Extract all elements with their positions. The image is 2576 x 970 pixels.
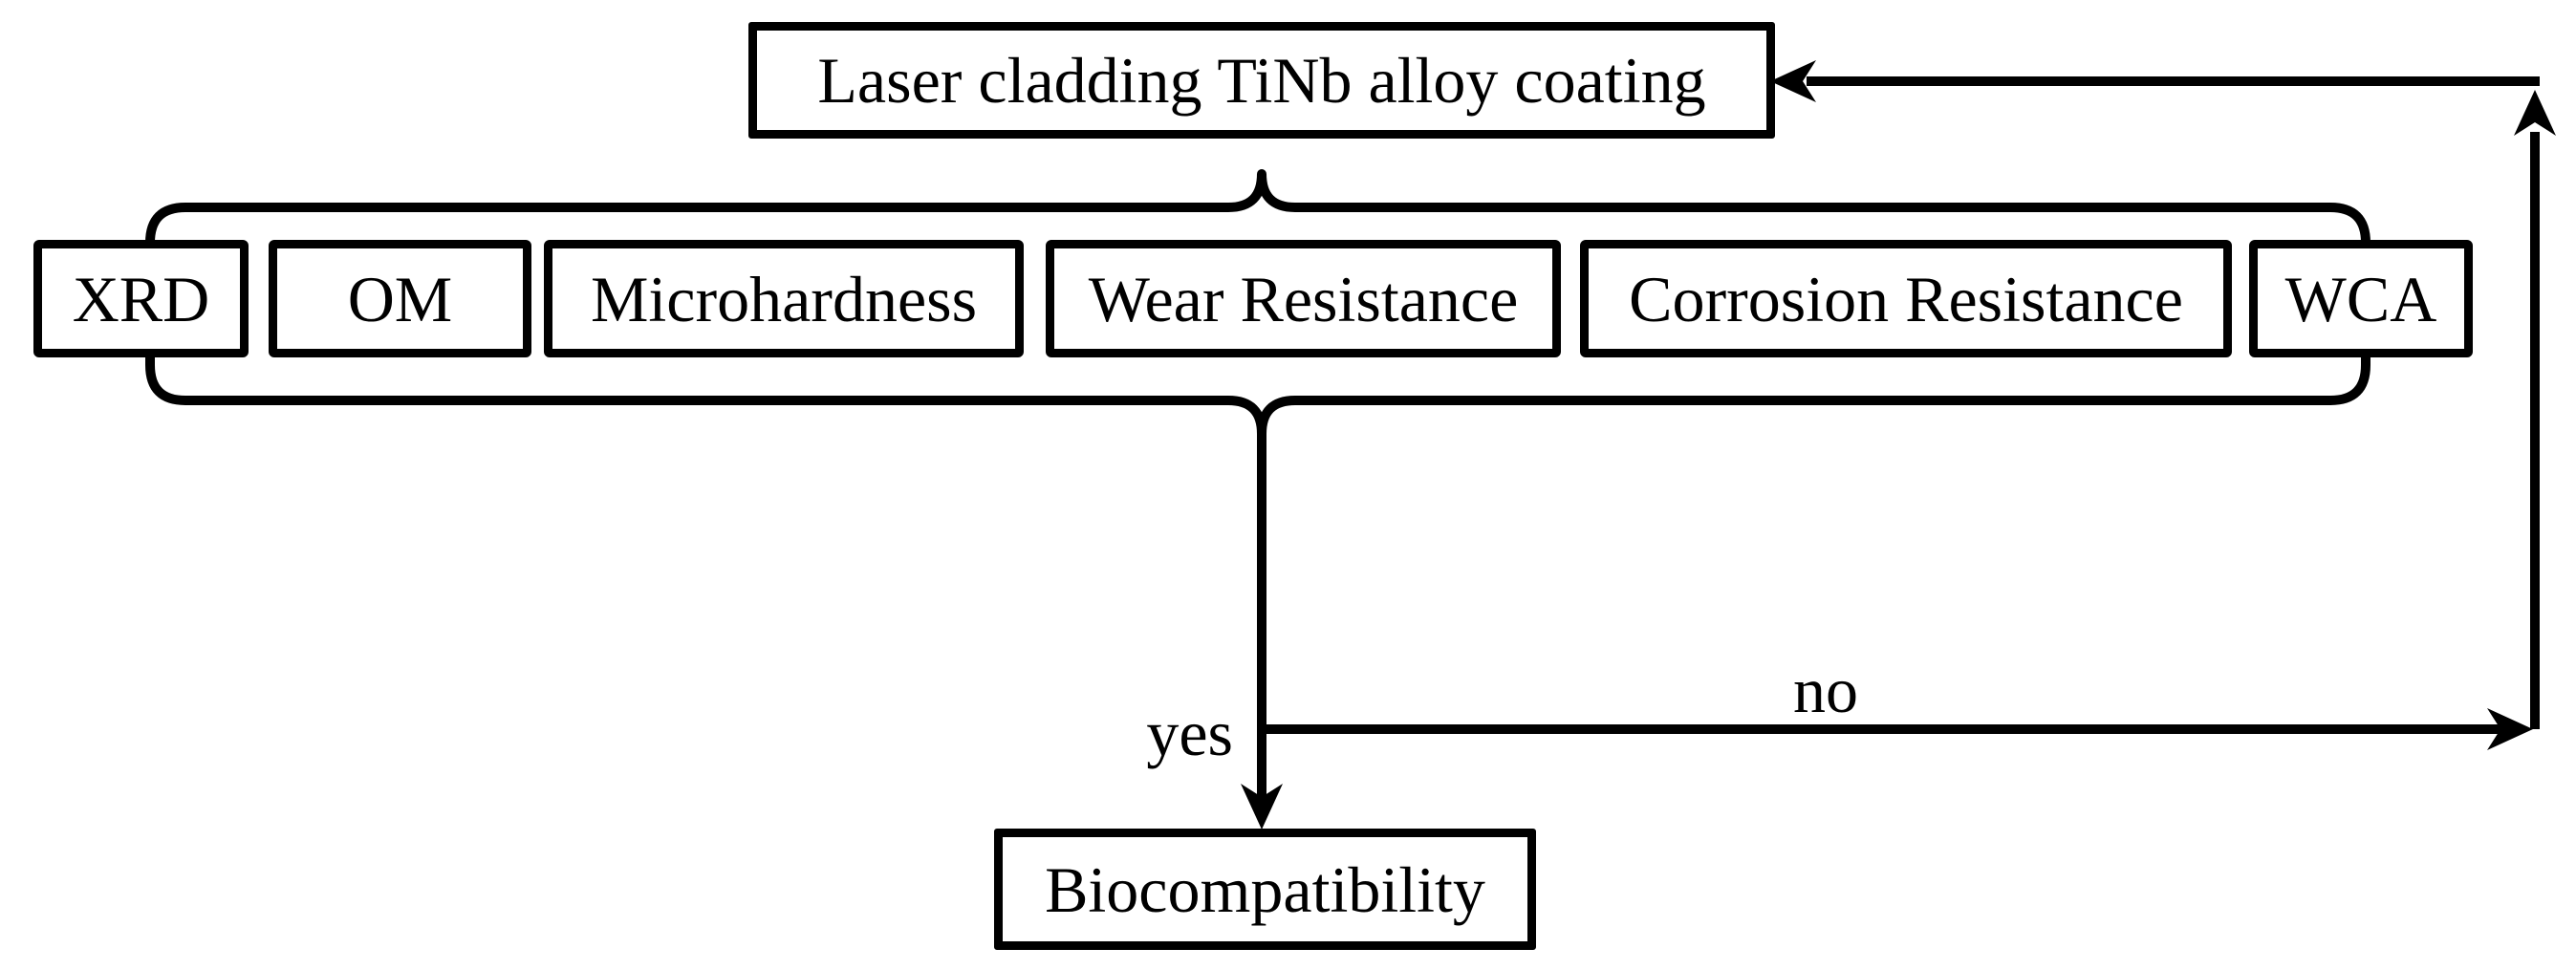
test-box-label: OM [347, 262, 453, 335]
test-box-microhardness: Microhardness [544, 240, 1024, 357]
test-box-label: Wear Resistance [1088, 262, 1519, 335]
process-box-label: Laser cladding TiNb alloy coating [817, 44, 1706, 117]
outcome-box-label: Biocompatibility [1045, 852, 1485, 926]
outcome-box-biocompatibility: Biocompatibility [994, 829, 1536, 950]
test-box-wear-resistance: Wear Resistance [1046, 240, 1561, 357]
test-box-xrd: XRD [33, 240, 249, 357]
test-box-label: Microhardness [590, 262, 978, 335]
return-arrowhead-up-icon [2514, 90, 2556, 136]
process-box-laser-cladding: Laser cladding TiNb alloy coating [748, 22, 1775, 139]
yes-branch-label: yes [1146, 697, 1233, 769]
test-box-corrosion-resistance: Corrosion Resistance [1580, 240, 2232, 357]
test-box-label: XRD [72, 262, 210, 335]
no-branch-label: no [1793, 654, 1858, 726]
top-brace [145, 169, 2370, 287]
yes-arrowhead-down-icon [1241, 784, 1283, 830]
test-box-om: OM [269, 240, 531, 357]
test-box-label: WCA [2284, 262, 2437, 335]
test-box-label: Corrosion Resistance [1629, 262, 2183, 335]
no-arrowhead-right-icon [2487, 708, 2533, 750]
test-box-wca: WCA [2249, 240, 2473, 357]
return-arrowhead-left-icon [1770, 60, 1816, 102]
